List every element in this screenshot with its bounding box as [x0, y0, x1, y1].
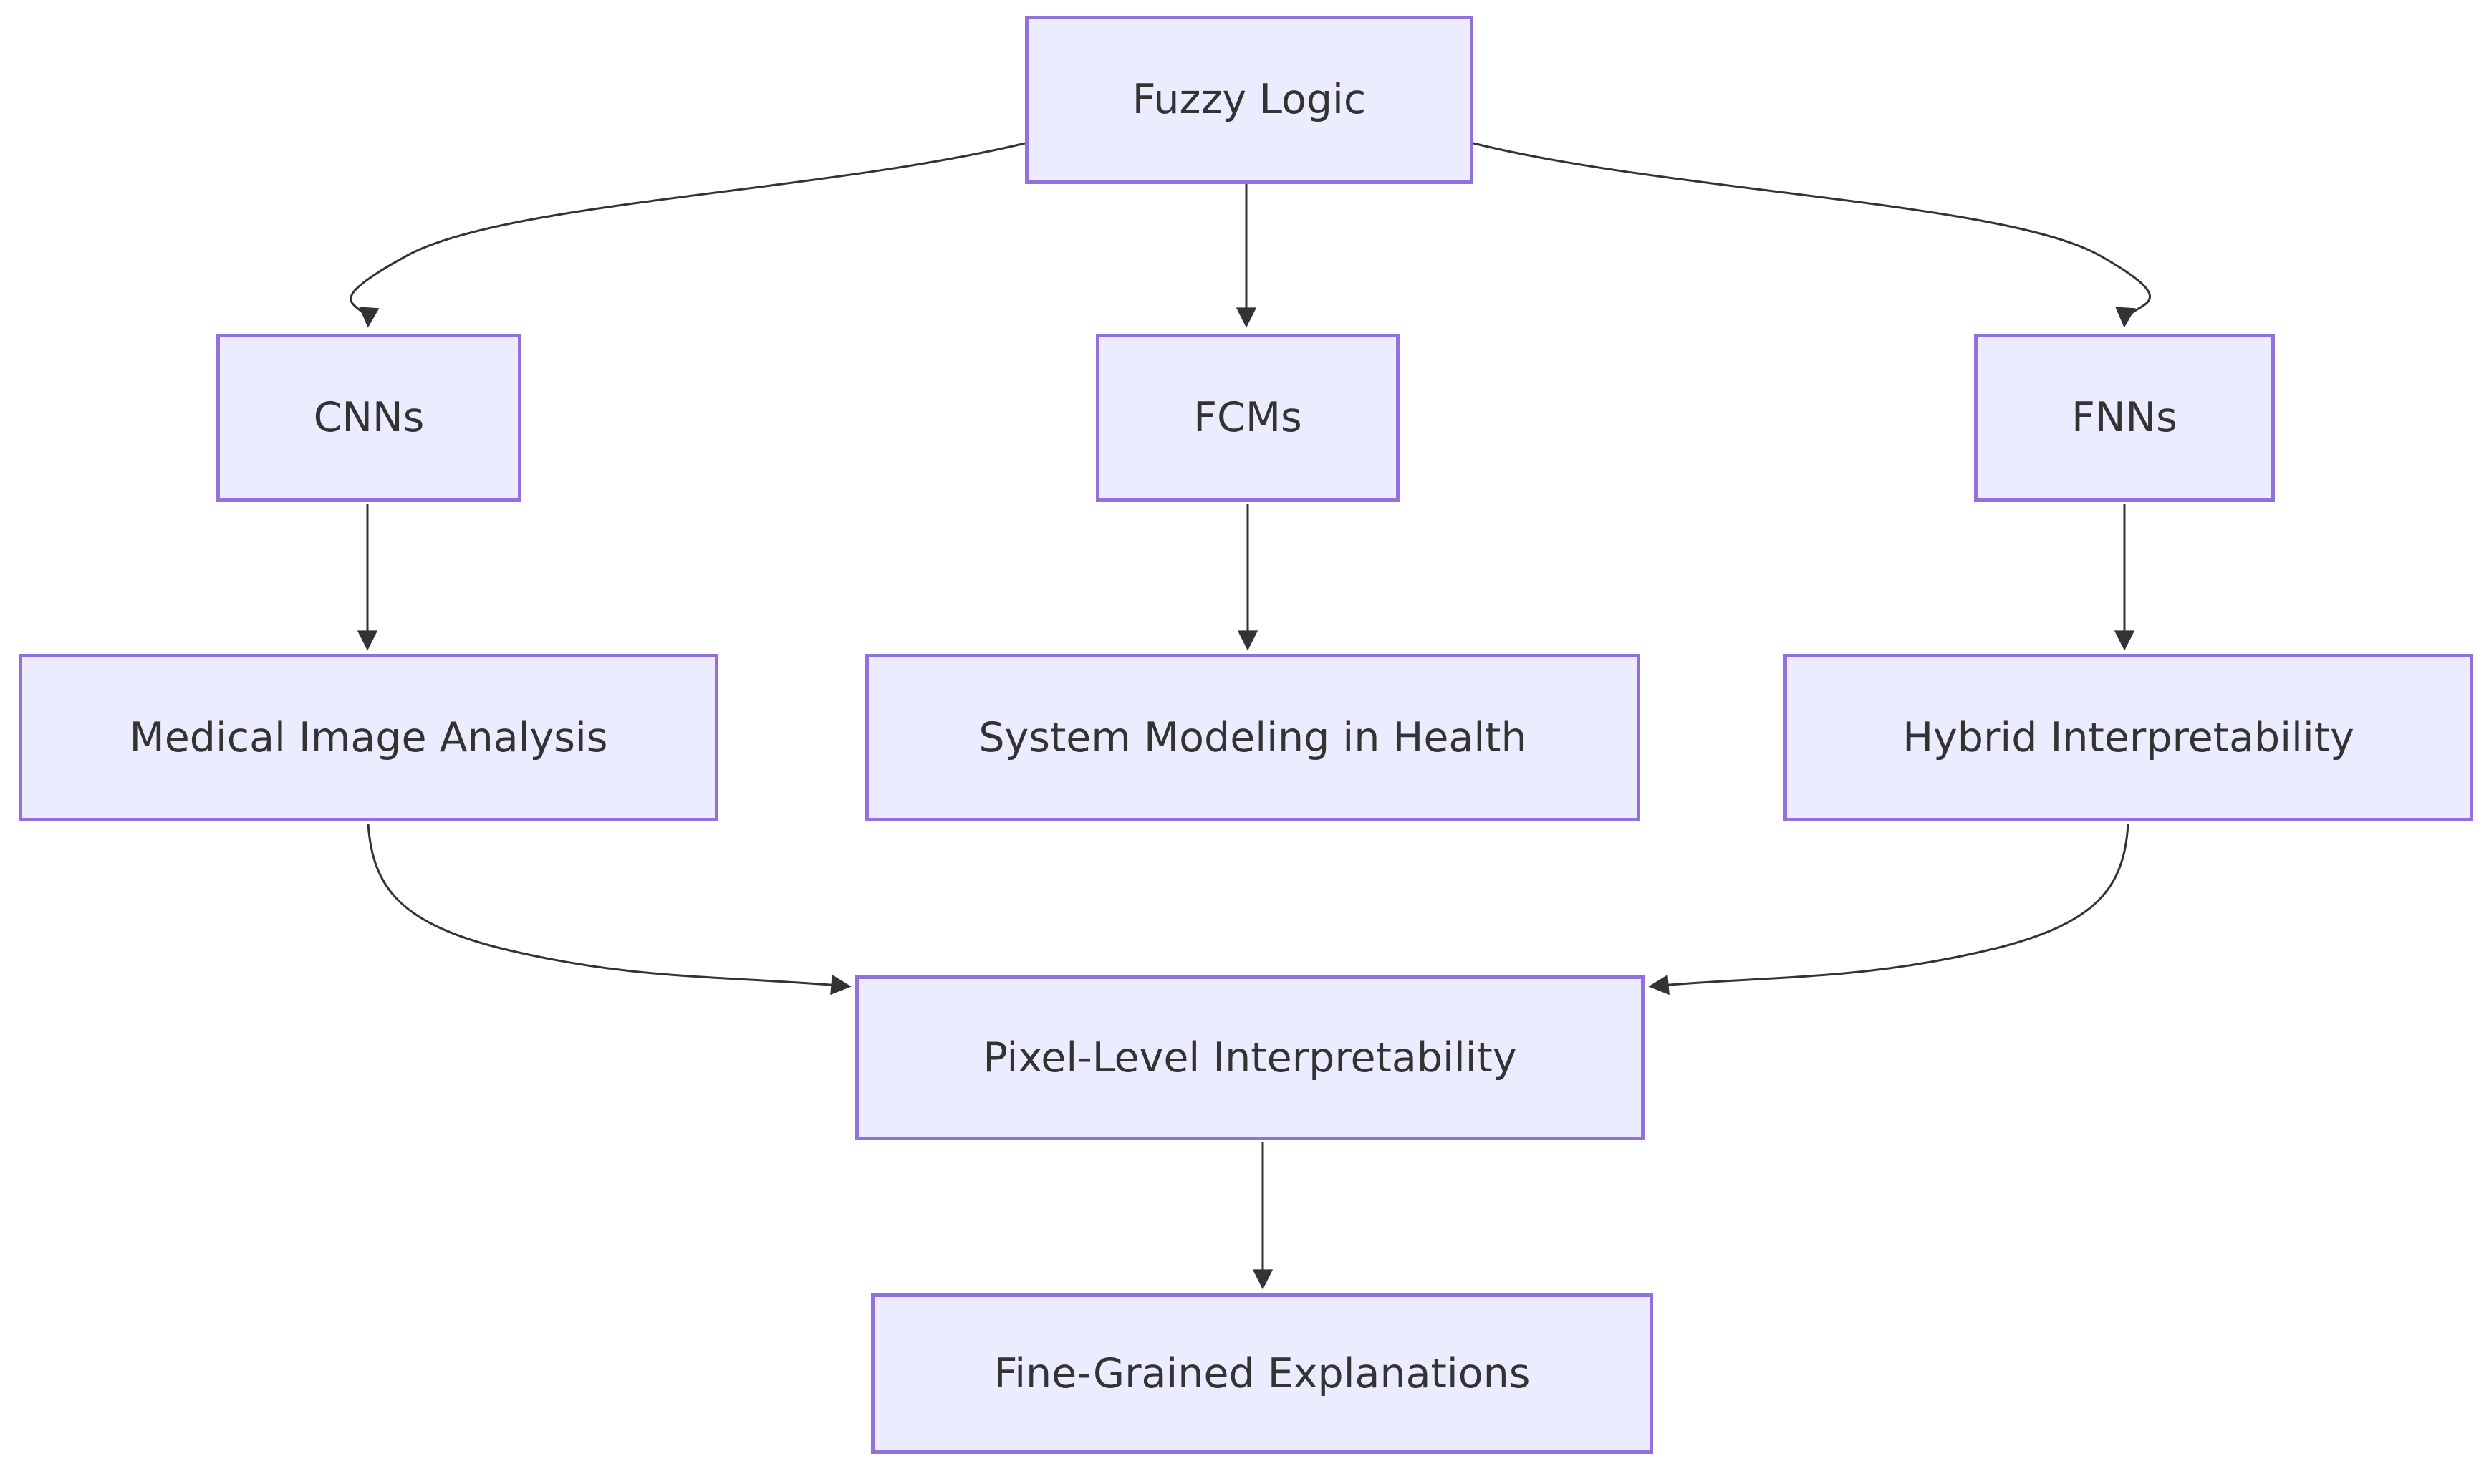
node-system-modeling-in-health: System Modeling in Health	[865, 654, 1640, 822]
node-fcms: FCMs	[1096, 334, 1400, 502]
node-hybrid-interpretability-label: Hybrid Interpretability	[1902, 713, 2354, 761]
node-pixel-level-interpretability-label: Pixel-Level Interpretability	[983, 1034, 1517, 1081]
node-cnns-label: CNNs	[313, 394, 425, 442]
node-cnns: CNNs	[216, 334, 521, 502]
node-fuzzy-logic: Fuzzy Logic	[1025, 16, 1473, 184]
node-fuzzy-logic-label: Fuzzy Logic	[1132, 76, 1367, 124]
node-fnns: FNNs	[1974, 334, 2275, 502]
node-medical-image-analysis: Medical Image Analysis	[19, 654, 718, 822]
edge-medical-image-analysis-to-pixel-level-interpretability	[367, 823, 852, 996]
node-medical-image-analysis-label: Medical Image Analysis	[129, 713, 608, 761]
node-fine-grained-explanations-label: Fine-Grained Explanations	[993, 1349, 1531, 1397]
node-hybrid-interpretability: Hybrid Interpretability	[1783, 654, 2473, 822]
edge-fuzzy-logic-to-cnns	[350, 142, 1026, 328]
node-fine-grained-explanations: Fine-Grained Explanations	[871, 1293, 1653, 1454]
edge-hybrid-interpretability-to-pixel-level-interpretability	[1648, 823, 2129, 996]
node-pixel-level-interpretability: Pixel-Level Interpretability	[855, 975, 1645, 1140]
edge-fuzzy-logic-to-fnns	[1473, 142, 2152, 328]
node-fcms-label: FCMs	[1193, 394, 1302, 442]
node-system-modeling-in-health-label: System Modeling in Health	[978, 713, 1527, 761]
node-fnns-label: FNNs	[2071, 394, 2177, 442]
